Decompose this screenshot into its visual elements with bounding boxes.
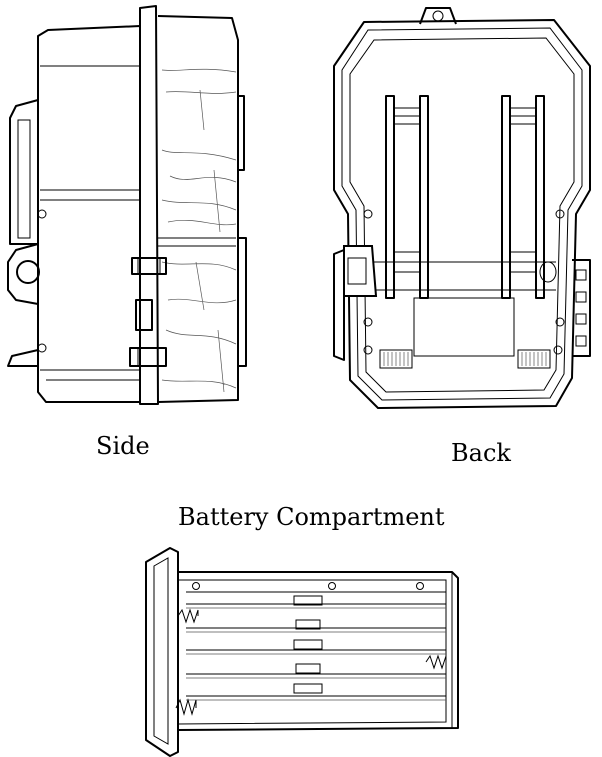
battery-compartment-label: Battery Compartment	[178, 503, 445, 531]
back-view-drawing	[334, 8, 590, 408]
side-view-drawing	[8, 6, 246, 404]
side-view-label: Side	[96, 432, 150, 460]
back-view-label: Back	[451, 439, 511, 467]
battery-compartment-drawing	[146, 548, 458, 756]
